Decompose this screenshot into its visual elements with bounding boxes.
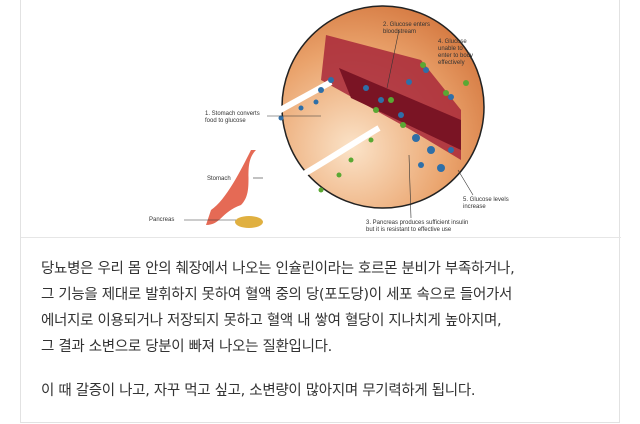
stomach-illustration bbox=[206, 150, 256, 225]
label-step1-line2: food to glucose bbox=[205, 118, 246, 124]
description-text: 당뇨병은 우리 몸 안의 췌장에서 나오는 인슐린이라는 호르몬 분비가 부족하… bbox=[41, 256, 611, 404]
arrow-glucose bbox=[179, 79, 333, 173]
label-step5-line2: increase bbox=[463, 204, 486, 210]
label-step4-line4: effectively bbox=[438, 60, 465, 66]
diabetes-diagram: 1. Stomach converts food to glucose 2. G… bbox=[21, 0, 621, 238]
label-step4-line2: unable to bbox=[438, 46, 463, 52]
vessel-interior bbox=[339, 68, 461, 150]
glucose-dots bbox=[278, 67, 454, 172]
label-step2-line1: 2. Glucose enters bbox=[383, 22, 430, 28]
label-pancreas: Pancreas bbox=[149, 217, 174, 223]
paragraph2: 이 때 갈증이 나고, 자꾸 먹고 싶고, 소변량이 많아지며 무기력하게 됩니… bbox=[41, 383, 476, 399]
paragraph1-line1: 당뇨병은 우리 몸 안의 췌장에서 나오는 인슐린이라는 호르몬 분비가 부족하… bbox=[41, 261, 515, 277]
pancreas-illustration bbox=[235, 216, 263, 228]
label-leaders bbox=[184, 29, 474, 221]
label-step4-line3: enter to body bbox=[438, 53, 473, 59]
insulin-dots bbox=[256, 62, 469, 225]
label-step2-line2: bloodstream bbox=[383, 29, 416, 35]
label-step4-line1: 4. Glucose bbox=[438, 39, 467, 45]
label-step1-line1: 1. Stomach converts bbox=[205, 111, 260, 117]
diagram-illustration: 1. Stomach converts food to glucose 2. G… bbox=[149, 5, 509, 233]
label-stomach: Stomach bbox=[207, 176, 231, 182]
paragraph1-line3: 에너지로 이용되거나 저장되지 못하고 혈액 내 쌓여 혈당이 지나치게 높아지… bbox=[41, 313, 502, 329]
content-frame: 1. Stomach converts food to glucose 2. G… bbox=[20, 0, 621, 423]
paragraph1-line2: 그 기능을 제대로 발휘하지 못하여 혈액 중의 당(포도당)이 세포 속으로 … bbox=[41, 287, 513, 303]
label-step3-line2: but it is resistant to effective use bbox=[366, 227, 452, 233]
label-step3-line1: 3. Pancreas produces sufficient insulin bbox=[366, 220, 468, 226]
arrow-insulin bbox=[224, 125, 381, 218]
label-step5-line1: 5. Glucose levels bbox=[463, 197, 509, 203]
paragraph1-line4: 그 결과 소변으로 당분이 빠져 나오는 질환입니다. bbox=[41, 339, 332, 355]
